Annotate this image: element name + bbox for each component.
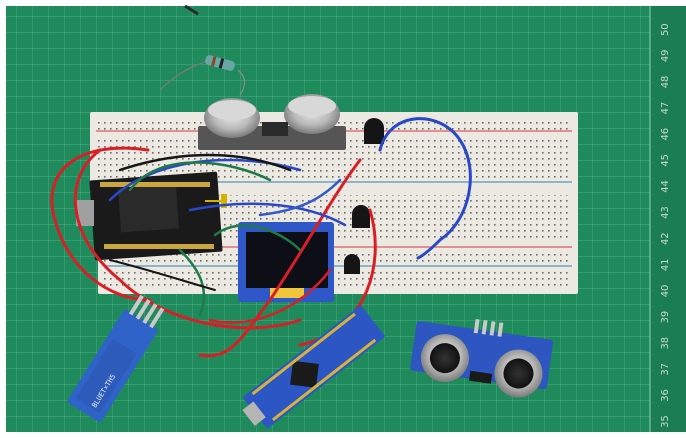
- ruler-number: 44: [660, 180, 671, 193]
- ruler-number: 39: [660, 311, 671, 324]
- ruler-number: 43: [660, 206, 671, 219]
- ruler-number: 50: [660, 23, 671, 36]
- nodemcu-board: [76, 171, 227, 261]
- ruler-number: 45: [660, 154, 671, 167]
- resistor: [159, 55, 246, 96]
- ruler-number: 41: [660, 258, 671, 271]
- ruler-number: 40: [660, 285, 671, 298]
- ruler-number: 35: [660, 415, 671, 428]
- transistor-low: [344, 254, 360, 274]
- arduino-nano: [242, 305, 385, 429]
- wires: [50, 117, 472, 358]
- transistor-mid: [352, 205, 370, 228]
- ruler-number: 42: [660, 232, 671, 245]
- ruler-number: 46: [660, 128, 671, 141]
- ruler-number: 47: [660, 102, 671, 115]
- ruler-number: 49: [660, 49, 671, 62]
- oled-display: [238, 222, 334, 302]
- ruler-number: 38: [660, 337, 671, 350]
- transistor-top: [364, 118, 384, 144]
- ultrasonic-sensor-mounted: [198, 94, 346, 150]
- ruler-number: 48: [660, 76, 671, 89]
- mat-ruler-strip: [650, 0, 686, 438]
- ruler-number: 37: [660, 363, 671, 376]
- mat-ruler-numbers: 50 49 48 47 46 45 44 43 42 41 40 39 38 37 36 35: [660, 23, 671, 428]
- ruler-number: 36: [660, 389, 671, 402]
- ultrasonic-sensor-loose: [410, 318, 554, 398]
